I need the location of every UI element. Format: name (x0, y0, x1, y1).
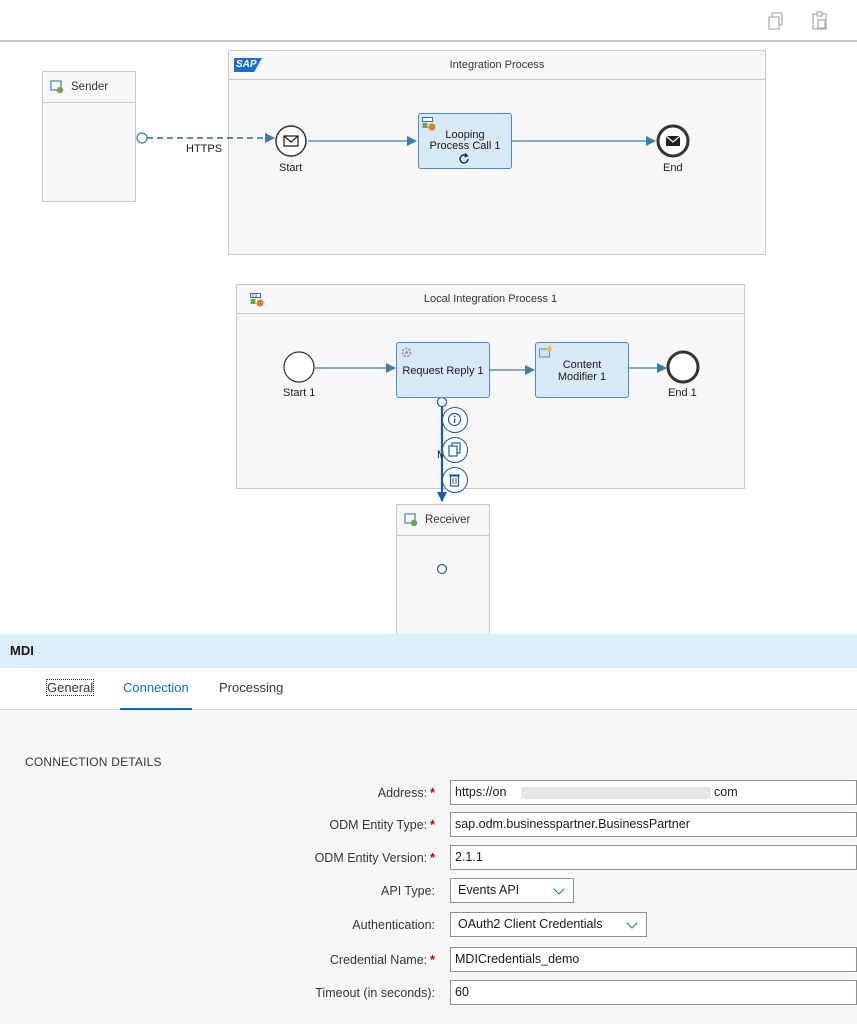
entity-version-input[interactable]: 2.1.1 (450, 845, 857, 870)
channel-partial-label: M (437, 449, 447, 461)
integration-process-header: Integration Process (229, 51, 765, 80)
tab-connection[interactable]: Connection (120, 668, 192, 710)
sender-label: Sender (71, 81, 109, 93)
info-button[interactable] (442, 407, 468, 433)
start-event[interactable] (283, 351, 315, 383)
entity-version-label: ODM Entity Version:* (314, 851, 435, 865)
authentication-row: Authentication: OAuth2 Client Credential… (0, 912, 857, 938)
panel-title: MDI (0, 634, 857, 668)
receiver-header: Receiver (397, 505, 489, 536)
entity-type-label: ODM Entity Type:* (329, 818, 435, 832)
delete-button[interactable] (442, 467, 468, 493)
info-icon (447, 412, 462, 427)
local-process-title: Local Integration Process 1 (423, 293, 558, 305)
address-label: Address:* (377, 786, 435, 800)
local-integration-process-pool[interactable]: Local Integration Process 1 (236, 284, 745, 489)
sender-participant[interactable]: Sender (42, 71, 136, 202)
connector-handle[interactable] (436, 396, 448, 408)
local-process-header: Local Integration Process 1 (237, 285, 744, 314)
start-label: Start (279, 162, 303, 174)
api-type-label: API Type: (381, 884, 435, 898)
chevron-down-icon (626, 917, 638, 929)
copy-button[interactable] (442, 437, 468, 463)
properties-panel: MDI General Connection Processing CONNEC… (0, 634, 857, 1024)
looping-process-call-task[interactable]: Looping Process Call 1 (418, 113, 512, 169)
address-row: Address:* https://on com (0, 780, 857, 806)
timeout-input[interactable]: 60 (450, 980, 857, 1005)
authentication-select[interactable]: OAuth2 Client Credentials (450, 912, 647, 937)
trash-icon (449, 474, 460, 487)
tab-general[interactable]: General (45, 679, 95, 696)
flow-layer (136, 124, 700, 575)
copy-icon[interactable] (765, 10, 787, 32)
gear-icon (401, 347, 412, 358)
timeout-row: Timeout (in seconds): 60 (0, 980, 857, 1006)
start1-label: Start 1 (283, 387, 316, 399)
copy-icon (448, 442, 461, 457)
address-input[interactable]: https://on com (450, 780, 857, 805)
entity-type-input[interactable]: sap.odm.businesspartner.BusinessPartner (450, 812, 857, 837)
tab-bar: General Connection Processing (0, 668, 857, 710)
redacted-area (521, 787, 711, 799)
channel-label: HTTPS (186, 143, 223, 155)
paste-icon[interactable] (809, 10, 831, 32)
receiver-participant[interactable]: Receiver (396, 504, 490, 634)
looping-line2: Process Call 1 (429, 140, 501, 152)
process-icon (250, 293, 264, 307)
authentication-label: Authentication: (352, 918, 435, 932)
integration-process-title: Integration Process (449, 59, 545, 71)
sender-header: Sender (43, 72, 135, 103)
participant-icon (404, 513, 418, 527)
credential-name-label: Credential Name:* (329, 953, 435, 967)
api-type-row: API Type: Events API (0, 878, 857, 904)
content-modifier-icon (539, 346, 552, 358)
credential-name-row: Credential Name:* MDICredentials_demo (0, 947, 857, 973)
request-reply-label: Request Reply 1 (402, 365, 484, 377)
credential-name-input[interactable]: MDICredentials_demo (450, 947, 857, 972)
timeout-label: Timeout (in seconds): (315, 986, 435, 1000)
content-modifier-line1: Content (562, 359, 602, 371)
sender-connector[interactable] (136, 132, 148, 144)
end-event[interactable] (666, 350, 700, 384)
diagram-canvas[interactable]: Sender Integration Process SAP Local Int… (0, 44, 857, 634)
entity-type-row: ODM Entity Type:* sap.odm.businesspartne… (0, 812, 857, 838)
sap-logo: SAP (234, 58, 262, 72)
envelope-icon (283, 135, 299, 147)
receiver-connector[interactable] (436, 563, 448, 575)
api-type-select[interactable]: Events API (450, 878, 574, 903)
request-reply-task[interactable]: Request Reply 1 (396, 342, 490, 398)
loop-icon (459, 153, 469, 164)
process-call-icon (422, 117, 436, 131)
envelope-filled-icon (666, 136, 680, 146)
content-modifier-task[interactable]: Content Modifier 1 (535, 342, 629, 398)
end-label: End (663, 162, 683, 174)
participant-icon (50, 80, 64, 94)
editor-toolbar (0, 0, 857, 42)
receiver-label: Receiver (425, 514, 471, 526)
chevron-down-icon (553, 883, 565, 895)
section-title: CONNECTION DETAILS (25, 755, 162, 769)
content-modifier-line2: Modifier 1 (557, 371, 607, 383)
end1-label: End 1 (668, 387, 697, 399)
tab-processing[interactable]: Processing (219, 680, 284, 695)
entity-version-row: ODM Entity Version:* 2.1.1 (0, 845, 857, 871)
looping-line1: Looping (445, 129, 485, 141)
